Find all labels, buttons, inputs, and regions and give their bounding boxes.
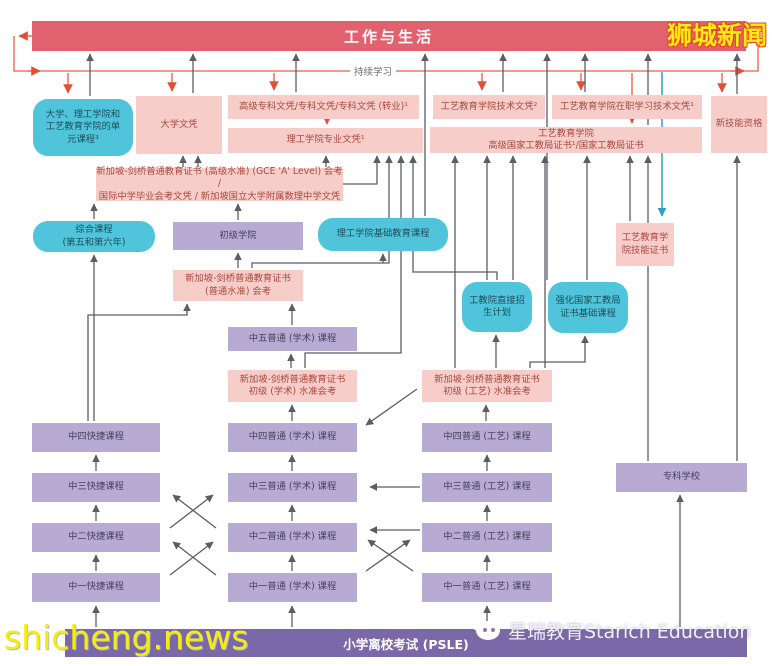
transfer-arrows	[169, 388, 420, 576]
continuous-learning-loop	[13, 31, 759, 76]
shicheng-news-watermark: 狮城新闻	[666, 21, 767, 50]
continuous-learning-label: 持续学习	[350, 64, 397, 78]
shicheng-url-watermark: shicheng.news	[4, 618, 249, 657]
starich-watermark-text: 星瑞教育Starich Education	[508, 621, 752, 643]
red-drop-arrows	[63, 73, 727, 125]
wechat-icon	[472, 618, 502, 643]
starich-watermark: 星瑞教育Starich Education	[472, 617, 751, 644]
psle-banner: 小学离校考试 (PSLE)	[65, 629, 747, 657]
work-and-life-banner: 工作与生活	[32, 21, 746, 51]
